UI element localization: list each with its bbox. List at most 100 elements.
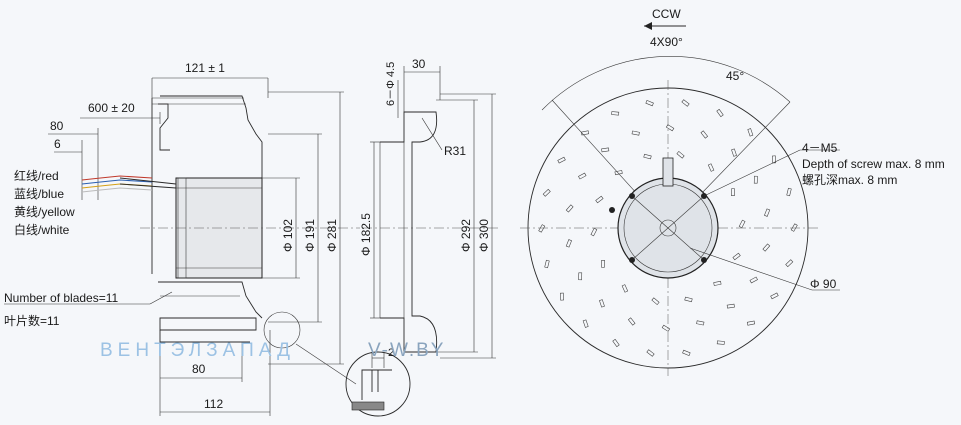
impeller-slot: [578, 172, 587, 180]
rotation-label: CCW: [652, 7, 681, 21]
impeller-slot: [731, 188, 735, 197]
blades-count-en: Number of blades=11: [4, 291, 119, 305]
impeller-slot: [595, 195, 604, 204]
impeller-slot: [771, 155, 776, 164]
watermark-site: V-W.BY: [368, 340, 445, 361]
screw-depth-cn: 螺孔深max. 8 mm: [802, 173, 897, 187]
dim-30: 30: [412, 57, 426, 71]
screw-depth-en: Depth of screw max. 8 mm: [802, 157, 945, 171]
screw-label: 4－M5: [802, 141, 838, 155]
impeller-slot: [790, 223, 798, 232]
impeller-slot: [665, 124, 675, 132]
impeller-slot: [590, 227, 598, 237]
dia-281: Φ 281: [325, 219, 339, 252]
screw-hole: [629, 257, 635, 263]
impeller-slot: [621, 284, 629, 293]
impeller-slot: [651, 297, 660, 306]
dim-80-bottom: 80: [192, 362, 206, 376]
impeller-slot: [753, 175, 758, 184]
impeller-slot: [700, 130, 709, 139]
section-view: 30 6－Φ 4.5 R31 Φ 182.5 Φ 292 Φ 300 2: [345, 57, 500, 417]
impeller-slot: [749, 276, 758, 284]
impeller-slot: [599, 299, 605, 308]
impeller-slot: [601, 147, 610, 153]
impeller-slot: [643, 153, 652, 160]
impeller-slot: [764, 208, 771, 217]
wire-line: [81, 179, 153, 185]
watermark: ВЕНТЭЛЗАПАД V-W.BY: [100, 340, 445, 361]
dim-6: 6: [54, 137, 61, 151]
impeller-slot: [716, 340, 725, 345]
impeller-slot: [732, 252, 741, 261]
radius-r31: R31: [444, 144, 466, 158]
dia-292: Φ 292: [459, 219, 473, 252]
impeller-slot: [578, 272, 583, 281]
rotation-arrow-icon: [644, 22, 652, 30]
screw-hole: [629, 193, 635, 199]
impeller-slot: [707, 163, 715, 172]
wire-line: [81, 187, 153, 193]
wire-line: [81, 183, 153, 189]
dim-80-top: 80: [50, 119, 64, 133]
dim-6-phi-4-5: 6－Φ 4.5: [385, 62, 397, 106]
dia-300: Φ 300: [477, 219, 491, 252]
impeller-slot: [645, 100, 654, 107]
impeller-slot: [716, 108, 724, 118]
hub-tab: [662, 157, 674, 187]
wire-line: [81, 175, 153, 181]
angle-45: 45°: [726, 69, 744, 83]
impeller-slot: [731, 148, 737, 157]
blades-count-cn: 叶片数=11: [4, 313, 60, 328]
screw-hole: [701, 257, 707, 263]
impeller-slot: [580, 130, 590, 136]
impeller-slot: [726, 303, 735, 309]
detail-dim-2: 2: [388, 347, 394, 359]
impeller-slot: [614, 170, 623, 176]
side-view: 121 ± 1 Φ 102 Φ 191 Φ 281: [4, 61, 360, 416]
impeller-slot: [557, 156, 566, 164]
impeller-slot: [785, 259, 794, 268]
dia-191: Φ 191: [303, 219, 317, 252]
impeller-slot: [544, 259, 550, 269]
impeller-slot: [611, 111, 620, 116]
wire-bundle: [81, 175, 153, 193]
dim-112: 112: [204, 397, 223, 411]
impeller-slot: [746, 320, 756, 326]
impeller-slot: [627, 317, 636, 326]
impeller-slot: [560, 292, 565, 301]
wire-label-blue: 蓝线/blue: [14, 187, 64, 201]
impeller-slot: [612, 338, 620, 348]
impeller-slot: [786, 187, 792, 197]
wire-label-red: 红线/red: [14, 168, 59, 183]
impeller-slot: [565, 204, 574, 213]
impeller-slot: [681, 99, 690, 107]
balance-hole: [609, 207, 615, 213]
front-view: 45° 4－M5 Depth of screw max. 8 mm 螺孔深max…: [520, 7, 945, 376]
dia-182-5: Φ 182.5: [359, 213, 373, 256]
impeller-slot: [631, 130, 640, 136]
wire-label-white: 白线/white: [14, 222, 70, 237]
detail-view: 2: [345, 347, 411, 417]
watermark-brand: ВЕНТЭЛЗАПАД: [100, 340, 295, 361]
impeller-slot: [713, 280, 722, 286]
impeller-slot: [542, 188, 551, 197]
impeller-slot: [565, 239, 572, 248]
impeller-slot: [676, 150, 685, 159]
impeller-slot: [601, 259, 605, 268]
detail-callout-circle: [263, 311, 301, 349]
impeller-slot: [747, 128, 754, 137]
impeller-slot: [684, 296, 693, 303]
dim-121: 121 ± 1: [185, 61, 225, 75]
wire-label-yellow: 黄线/yellow: [14, 205, 75, 219]
hub-diameter: Φ 90: [810, 277, 837, 291]
dim-600: 600 ± 20: [88, 101, 135, 115]
impeller-slot: [582, 319, 589, 328]
impeller-slot: [646, 349, 655, 357]
dia-102: Φ 102: [281, 219, 295, 252]
impeller-slot: [770, 292, 779, 300]
pattern-label: 4X90°: [650, 35, 683, 49]
impeller-slot: [682, 349, 691, 356]
impeller-slot: [762, 243, 771, 252]
impeller-slot: [661, 324, 671, 332]
impeller-slot: [696, 320, 705, 326]
